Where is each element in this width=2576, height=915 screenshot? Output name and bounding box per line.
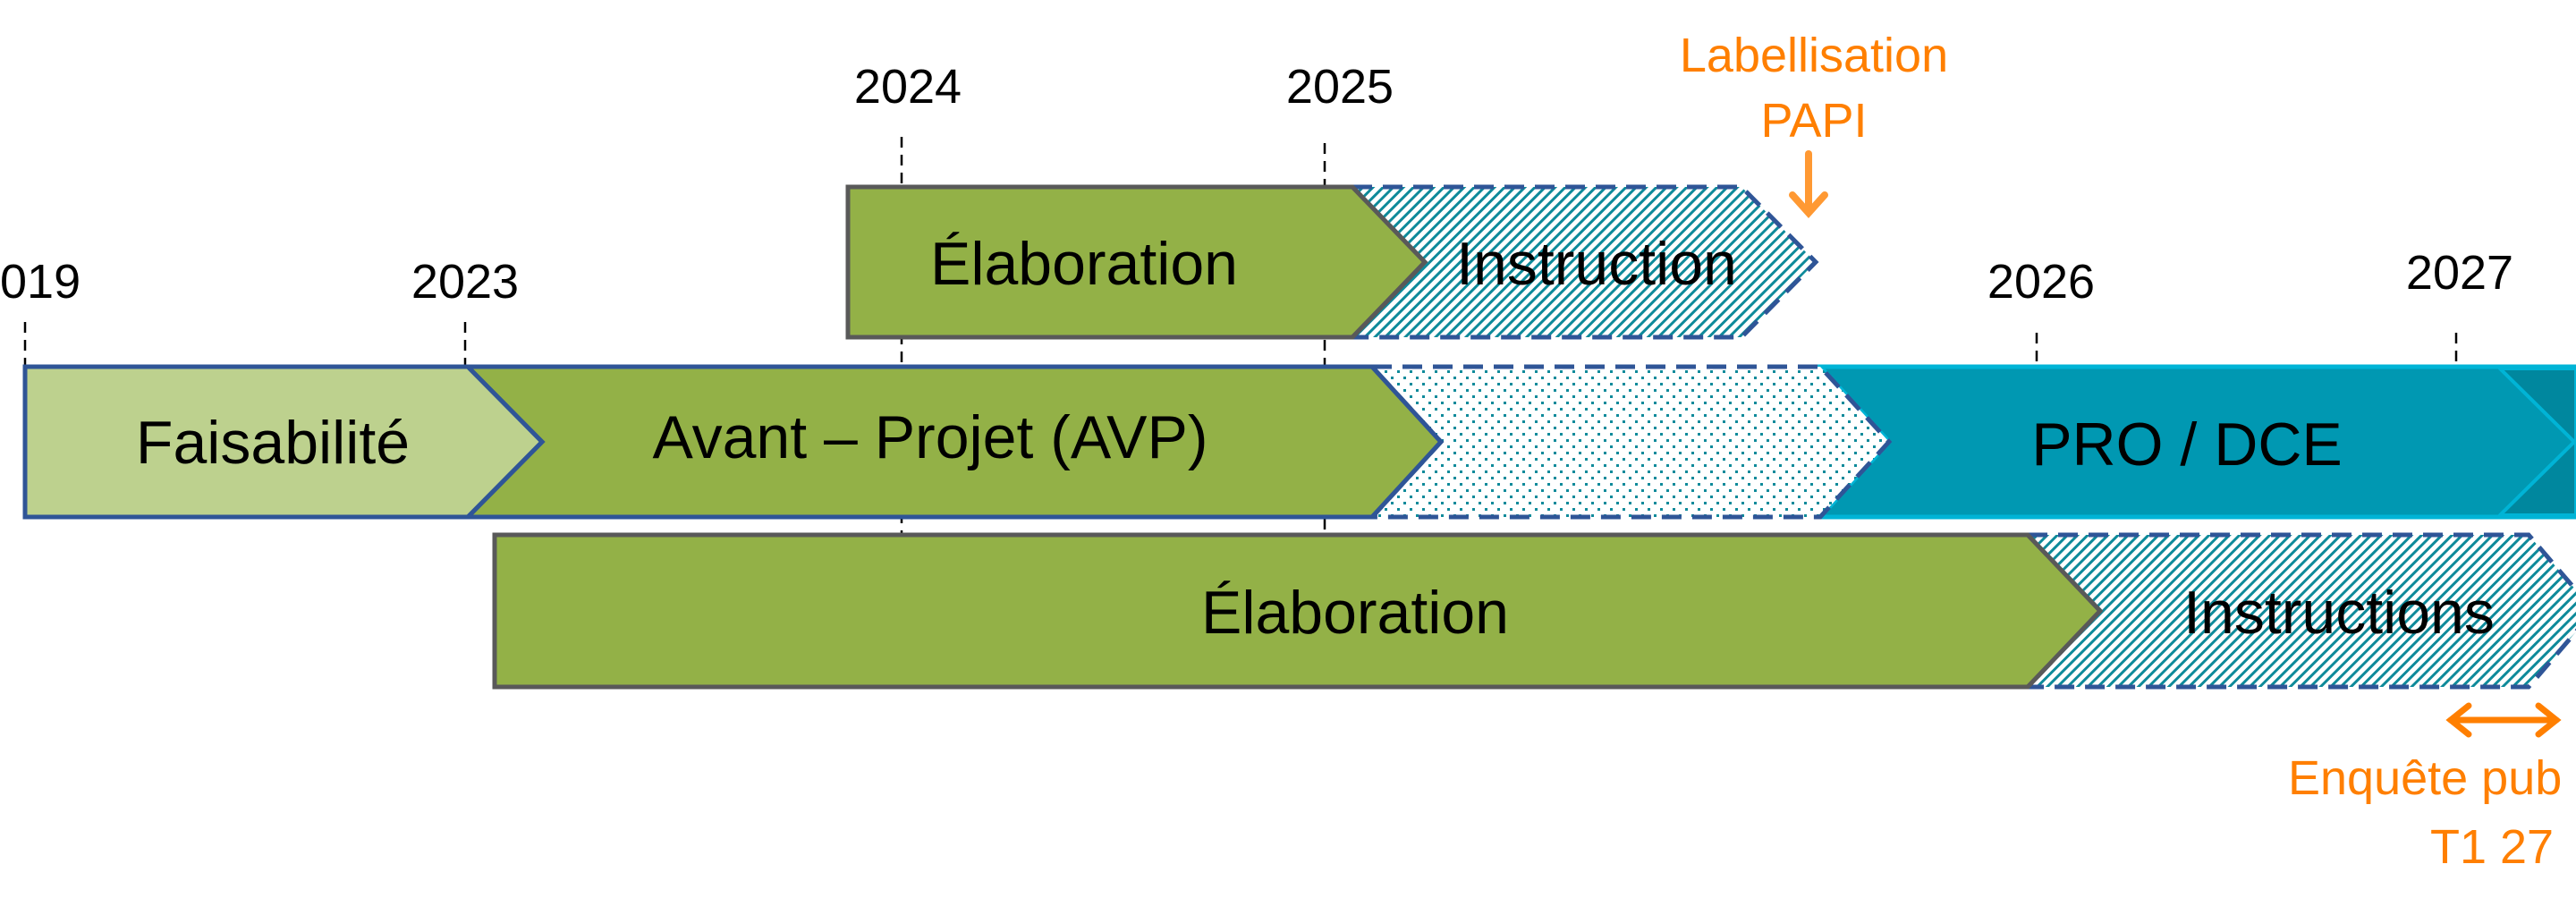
phase-elaboration-bottom[interactable] — [492, 532, 2104, 690]
phase-label-elaboration-bottom: Élaboration — [1201, 579, 1509, 647]
row-bottom: Élaboration Instructions — [492, 532, 2576, 690]
row-top: Élaboration Instruction — [845, 184, 1819, 340]
year-label-2027: 2027 — [2406, 246, 2513, 300]
labellisation-line1: Labellisation — [1680, 29, 1948, 82]
phase-faisabilite[interactable] — [22, 364, 546, 520]
phase-dotted-gap[interactable] — [1367, 364, 1893, 520]
annotation-enquete: Enquête pub T1 27 — [2288, 702, 2562, 874]
arrow-down-icon — [1789, 150, 1828, 218]
phase-label-elaboration-top: Élaboration — [930, 230, 1238, 298]
phase-label-instruction-top: Instruction — [1456, 230, 1737, 298]
phase-label-faisabilite: Faisabilité — [136, 409, 410, 477]
phase-label-instructions-bottom: Instructions — [2183, 579, 2495, 647]
year-label-2026: 2026 — [1987, 255, 2095, 309]
phase-instruction-top[interactable] — [1347, 184, 1819, 340]
year-label-2019: 019 — [0, 255, 80, 309]
phase-label-avant-projet: Avant – Projet (AVP) — [652, 403, 1208, 471]
phase-pro-dce-next — [2496, 367, 2576, 517]
year-label-2023: 2023 — [411, 255, 519, 309]
enquete-line1: Enquête pub — [2288, 751, 2562, 805]
year-label-2024: 2024 — [854, 60, 962, 114]
enquete-line2: T1 27 — [2430, 820, 2554, 874]
row-middle: Faisabilité Avant – Projet (AVP) PRO / D… — [22, 364, 2576, 520]
labellisation-line2: PAPI — [1760, 94, 1867, 148]
phase-label-pro-dce: PRO / DCE — [2031, 411, 2343, 479]
phase-instructions-bottom[interactable] — [2022, 532, 2576, 690]
phase-elaboration-top[interactable] — [845, 184, 1428, 340]
double-arrow-icon — [2445, 702, 2562, 738]
annotation-labellisation: Labellisation PAPI — [1680, 29, 1948, 218]
year-label-2025: 2025 — [1286, 60, 1394, 114]
